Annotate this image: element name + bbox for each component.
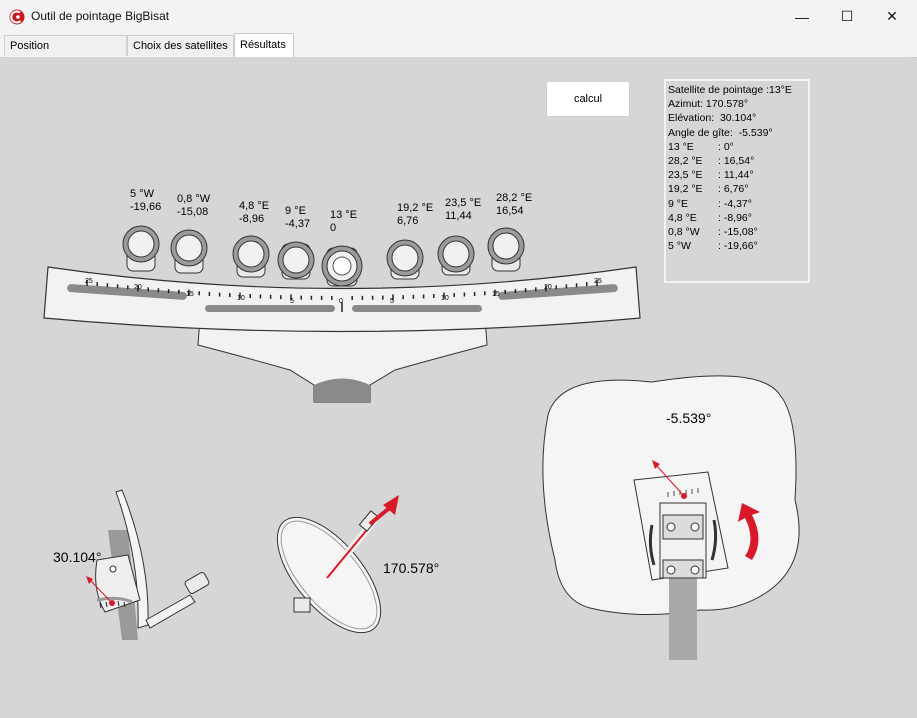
scale-tick-left-25: 25 (85, 278, 93, 285)
result-row: 13 °E: 0° (668, 140, 734, 153)
gite-value: -5.539° (666, 410, 712, 426)
results-box: Satellite de pointage :13°E Azimut: 170.… (664, 79, 810, 283)
close-icon: ✕ (886, 8, 898, 24)
scale-tick-right-20: 20 (544, 284, 552, 291)
scale-tick-left-10: 10 (237, 295, 245, 302)
maximize-button[interactable]: ☐ (824, 0, 870, 33)
maximize-icon: ☐ (840, 8, 854, 24)
result-row: 5 °W: -19,66° (668, 240, 758, 253)
azimut-line: Azimut: 170.578° (668, 98, 749, 111)
scale-tick-right-25: 25 (594, 278, 602, 285)
tab-bar: Position Géographique Choix des satellit… (0, 33, 917, 72)
lnb-4-8e (232, 235, 270, 278)
elevation-value: 30.104° (53, 549, 102, 565)
window-title: Outil de pointage BigBisat (31, 9, 170, 23)
gite-line: Angle de gîte: -5.539° (668, 126, 773, 139)
azimut-value: 170.578° (383, 560, 440, 576)
lnb-9e (277, 241, 315, 280)
lnb-label-5w: 5 °W-19,66 (130, 188, 162, 213)
tab-choix-satellites[interactable]: Choix des satellites (127, 35, 234, 56)
elevation-dish-diagram (86, 489, 210, 640)
scale-tick-left-20: 20 (134, 284, 142, 291)
scale-tick-left-15: 15 (186, 291, 194, 298)
result-row: 9 °E: -4,37° (668, 197, 752, 210)
lnb-bracket-diagram (43, 266, 641, 403)
result-row: 19,2 °E: 6,76° (668, 183, 749, 196)
lnb-23-5e (437, 235, 475, 276)
calcul-button[interactable]: calcul (546, 81, 630, 117)
result-row: 0,8 °W: -15,08° (668, 225, 758, 238)
lnb-13e (321, 245, 363, 287)
close-button[interactable]: ✕ (869, 0, 915, 33)
scale-tick-left-5: 5 (290, 298, 294, 305)
scale-tick-0: 0 (339, 298, 343, 305)
rotate-arrow-icon (738, 503, 760, 560)
azimuth-dish-diagram (276, 495, 399, 634)
app-logo-icon (9, 9, 25, 25)
lnb-19-2e (386, 239, 424, 280)
minimize-icon: — (795, 8, 809, 25)
lnb-0-8w (170, 229, 208, 274)
lnb-28-2e (487, 227, 525, 272)
title-bar: Outil de pointage BigBisat — ☐ ✕ (0, 0, 917, 33)
satellite-line: Satellite de pointage :13°E (668, 84, 792, 96)
elevation-line: Elévation: 30.104° (668, 112, 757, 125)
lnb-5w (122, 225, 160, 272)
lnb-label-0-8w: 0,8 °W-15,08 (177, 193, 211, 218)
scale-tick-right-10: 10 (441, 295, 449, 302)
lnb-label-4-8e: 4,8 °E-8,96 (239, 200, 270, 225)
tilt-diagram (542, 375, 800, 660)
tab-resultats[interactable]: Résultats (234, 33, 294, 57)
scale-tick-right-15: 15 (492, 291, 500, 298)
minimize-button[interactable]: — (779, 0, 825, 33)
result-row: 23,5 °E: 11,44° (668, 169, 754, 182)
result-row: 4,8 °E: -8,96° (668, 211, 752, 224)
result-row: 28,2 °E: 16,54° (668, 154, 755, 167)
lnb-label-9e: 9 °E-4,37 (285, 205, 311, 230)
scale-tick-right-5: 5 (390, 298, 394, 305)
